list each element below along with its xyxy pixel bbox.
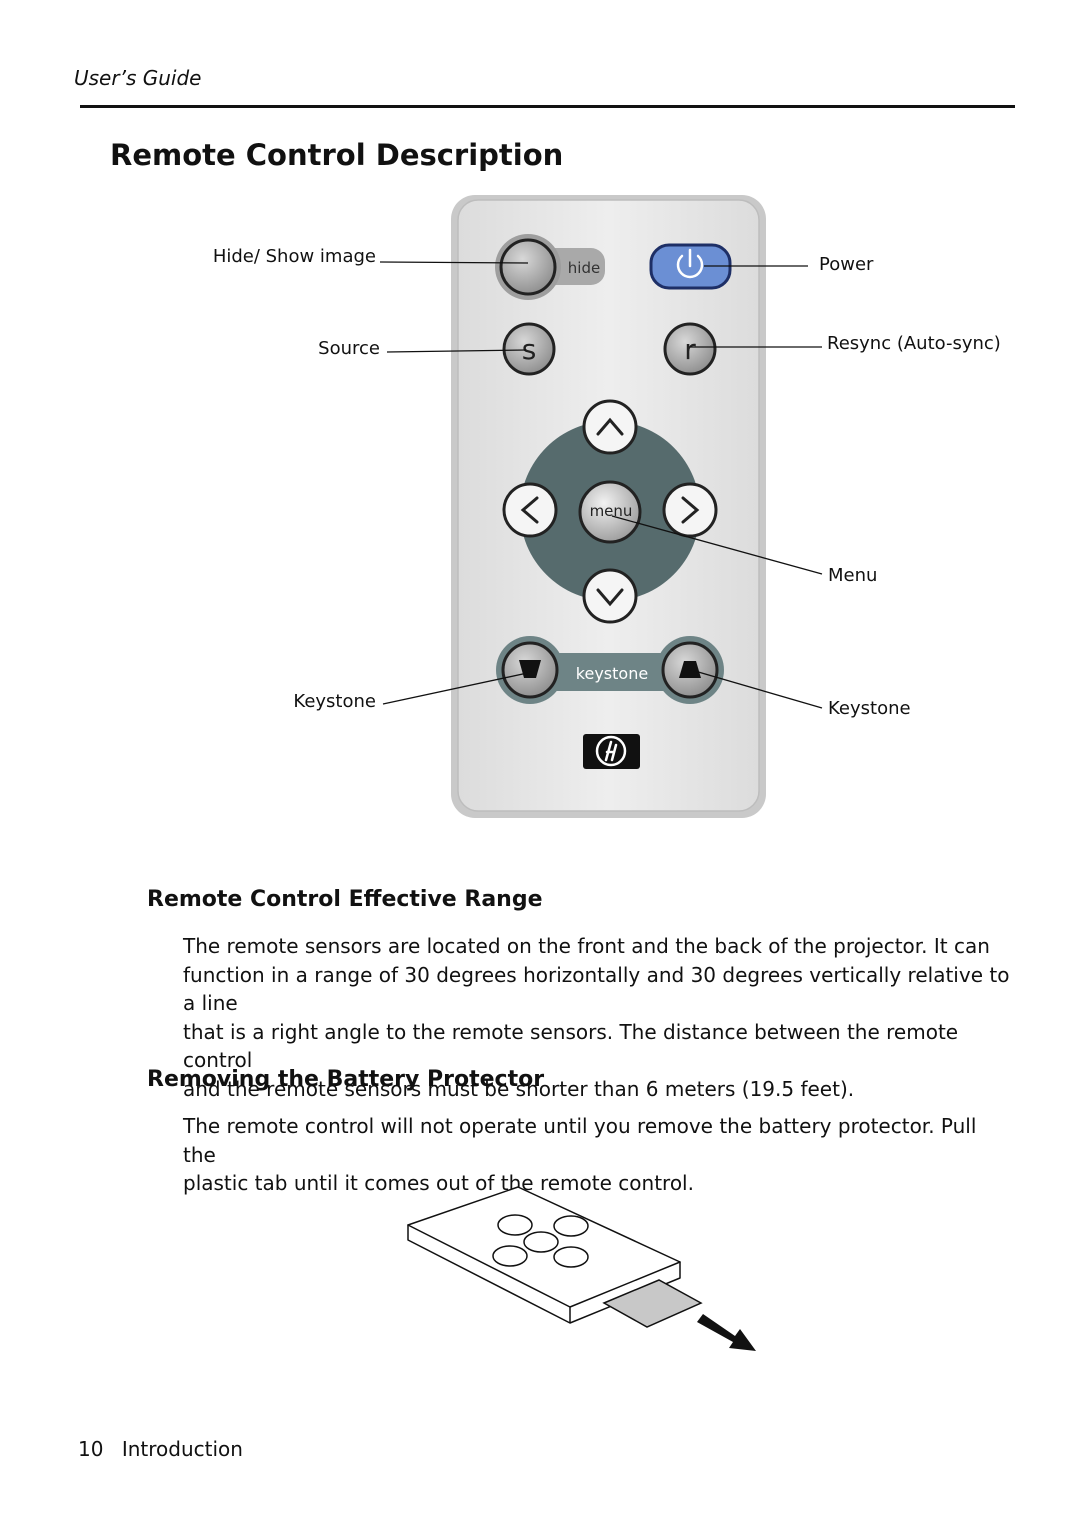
section-heading-battery: Removing the Battery Protector [147, 1067, 545, 1092]
page-footer: 10 Introduction [78, 1437, 243, 1461]
callout-menu: Menu [828, 565, 877, 586]
hide-button-label: hide [568, 259, 600, 277]
source-button[interactable] [502, 322, 556, 376]
battery-protector-illustration [407, 1186, 756, 1351]
paragraph-line: The remote control will not operate unti… [183, 1114, 977, 1167]
hp-logo [583, 734, 640, 769]
right-button[interactable] [662, 482, 718, 538]
paragraph-battery: The remote control will not operate unti… [183, 1112, 1013, 1198]
up-button[interactable] [582, 399, 638, 455]
section-heading-range: Remote Control Effective Range [147, 887, 543, 912]
resync-button[interactable] [663, 322, 717, 376]
left-arrow-icon [520, 496, 539, 524]
menu-button-label: menu [590, 502, 633, 520]
paragraph-line: The remote sensors are located on the fr… [183, 934, 990, 958]
keystone-panel-label: keystone [576, 664, 648, 683]
callout-power: Power [819, 254, 874, 275]
paragraph-line: plastic tab until it comes out of the re… [183, 1171, 694, 1195]
power-icon [676, 248, 704, 279]
callout-keystone-left: Keystone [293, 691, 376, 712]
down-button[interactable] [582, 568, 638, 624]
page-title: Remote Control Description [110, 138, 564, 172]
remote-control-diagram: hide s r menu keystone H [213, 195, 1001, 818]
callout-keystone-right: Keystone [828, 698, 911, 719]
paragraph-line: function in a range of 30 degrees horizo… [183, 962, 1010, 1016]
battery-tab [602, 1279, 703, 1328]
page-number: 10 [78, 1437, 104, 1461]
running-header: User’s Guide [74, 66, 202, 90]
paragraph-line: that is a right angle to the remote sens… [183, 1019, 959, 1073]
callout-resync: Resync (Auto-sync) [827, 333, 1001, 354]
source-button-label: s [522, 333, 537, 366]
header-rule [80, 105, 1015, 108]
paragraph-range: The remote sensors are located on the fr… [183, 932, 1013, 1103]
down-arrow-icon [596, 588, 624, 607]
leader-lines [379, 261, 823, 709]
resync-button-label: r [684, 333, 696, 366]
footer-section: Introduction [121, 1437, 243, 1461]
callout-hide-show: Hide/ Show image [213, 246, 376, 267]
up-arrow-icon [596, 417, 624, 436]
menu-button[interactable] [578, 480, 642, 544]
left-button[interactable] [502, 482, 558, 538]
pull-arrow-icon [697, 1314, 756, 1351]
callout-source: Source [318, 338, 380, 359]
remote-buttons [492, 1214, 589, 1268]
hide-button[interactable] [499, 238, 557, 296]
right-arrow-icon [681, 496, 700, 524]
paragraph-line: and the remote sensors must be shorter t… [183, 1076, 855, 1101]
